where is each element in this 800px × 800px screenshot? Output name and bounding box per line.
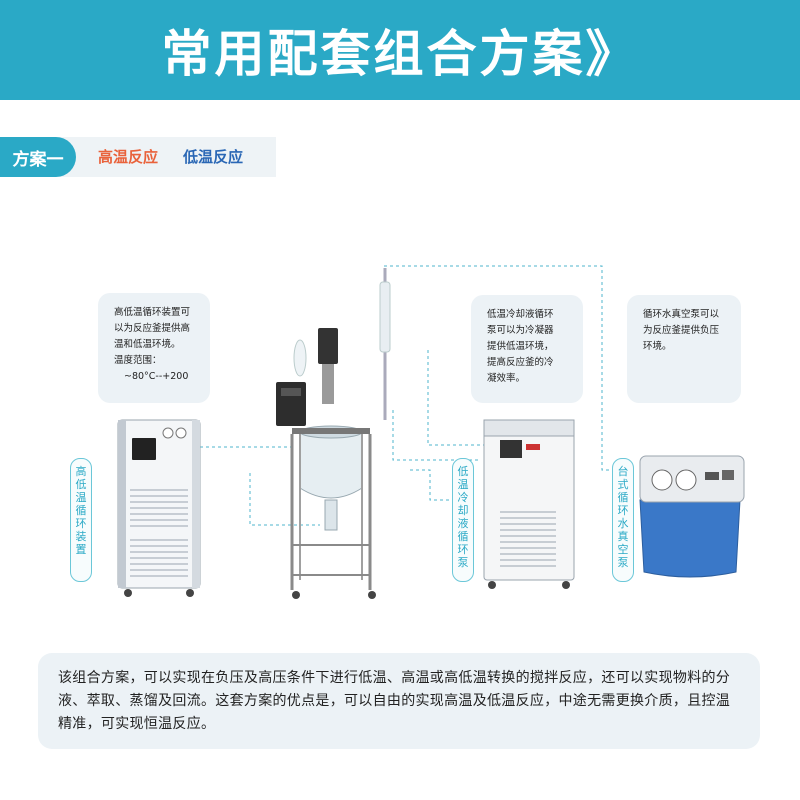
glass-reactor (276, 268, 391, 599)
note-high-low-circulator: 高低温循环装置可 以为反应釜提供高 温和低温环境。 温度范围： ~80°C--+… (98, 293, 210, 403)
label-char: 环 (75, 517, 87, 530)
label-char: 泵 (617, 556, 629, 569)
label-char: 式 (617, 478, 629, 491)
summary-panel: 该组合方案，可以实现在负压及高压条件下进行低温、高温或高低温转换的搅拌反应，还可… (38, 653, 760, 749)
label-char: 装 (75, 530, 87, 543)
label-char: 温 (457, 478, 469, 491)
note-text: 低温冷却液循环 (487, 309, 554, 320)
note-text: ~80°C--+200 (124, 371, 189, 382)
label-vacuum-pump: 台 式 循 环 水 真 空 泵 (612, 458, 634, 582)
high-low-circulator (117, 419, 201, 597)
header-banner: 常用配套组合方案》 (0, 0, 800, 100)
label-char: 温 (75, 491, 87, 504)
note-low-temp-pump: 低温冷却液循环 泵可以为冷凝器 提供低温环境， 提高反应釜的冷 凝效率。 (471, 295, 583, 403)
label-char: 空 (617, 543, 629, 556)
note-text: 环境。 (643, 341, 672, 352)
note-text: 循环水真空泵可以 (643, 309, 720, 320)
label-low-temp-pump: 低 温 冷 却 液 循 环 泵 (452, 458, 474, 582)
label-char: 液 (457, 517, 469, 530)
label-char: 置 (75, 543, 87, 556)
page-title: 常用配套组合方案》 (161, 25, 639, 83)
note-text: 温和低温环境。 (114, 339, 181, 350)
note-text: 凝效率。 (487, 373, 526, 384)
label-char: 循 (457, 530, 469, 543)
label-high-low-circulator: 高 低 温 循 环 装 置 (70, 458, 92, 582)
plan-hot-reaction: 高温反应 (98, 148, 159, 166)
label-char: 环 (457, 543, 469, 556)
label-char: 低 (457, 465, 469, 478)
label-char: 真 (617, 530, 629, 543)
water-vacuum-pump (639, 455, 745, 578)
note-text: 提高反应釜的冷 (487, 357, 554, 368)
note-text: 温度范围： (114, 355, 162, 366)
label-char: 泵 (457, 556, 469, 569)
note-text: 泵可以为冷凝器 (487, 325, 554, 336)
plan-cold-reaction: 低温反应 (183, 148, 244, 166)
label-char: 冷 (457, 491, 469, 504)
label-char: 台 (617, 465, 629, 478)
note-text: 高低温循环装置可 (114, 307, 191, 318)
label-char: 水 (617, 517, 629, 530)
note-text: 为反应釜提供负压 (643, 325, 720, 336)
label-char: 环 (617, 504, 629, 517)
summary-text: 该组合方案，可以实现在负压及高压条件下进行低温、高温或高低温转换的搅拌反应，还可… (58, 670, 731, 732)
plan-label: 方案一 (0, 137, 76, 177)
label-char: 循 (617, 491, 629, 504)
note-vacuum-pump: 循环水真空泵可以 为反应釜提供负压 环境。 (627, 295, 741, 403)
label-char: 循 (75, 504, 87, 517)
note-text: 提供低温环境， (487, 341, 554, 352)
label-char: 低 (75, 478, 87, 491)
label-char: 却 (457, 504, 469, 517)
note-text: 以为反应釜提供高 (114, 323, 191, 334)
label-char: 高 (75, 465, 87, 478)
low-temp-circulating-pump (483, 419, 575, 589)
